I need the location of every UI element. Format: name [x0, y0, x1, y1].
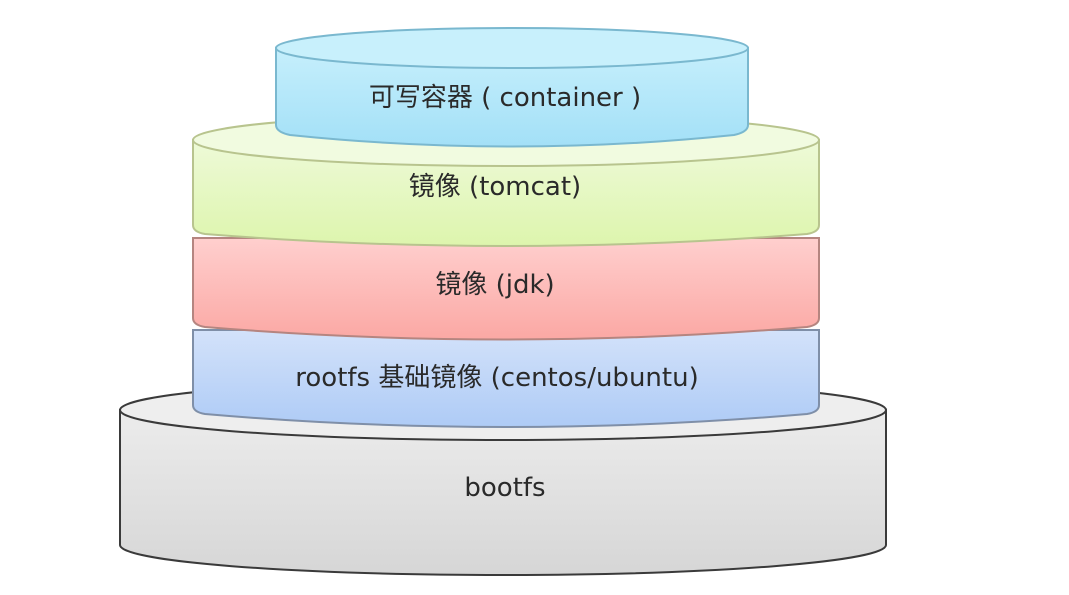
- layer-container-label: 可写容器 ( container ): [369, 83, 641, 113]
- layer-bootfs-body: [119, 409, 887, 576]
- layer-jdk-label: 镜像 (jdk): [435, 270, 554, 300]
- layer-jdk: [192, 237, 820, 341]
- layer-container: [275, 27, 749, 148]
- layer-container-top: [275, 27, 749, 69]
- layer-container-body: [275, 47, 749, 148]
- layer-tomcat-body: [192, 139, 820, 247]
- layer-bootfs-label: bootfs: [464, 473, 545, 503]
- layer-rootfs-body: [192, 329, 820, 428]
- layer-rootfs-label: rootfs 基础镜像 (centos/ubuntu): [295, 363, 698, 393]
- layer-rootfs: [192, 329, 820, 428]
- layer-jdk-body: [192, 237, 820, 341]
- layer-tomcat-label: 镜像 (tomcat): [409, 172, 581, 202]
